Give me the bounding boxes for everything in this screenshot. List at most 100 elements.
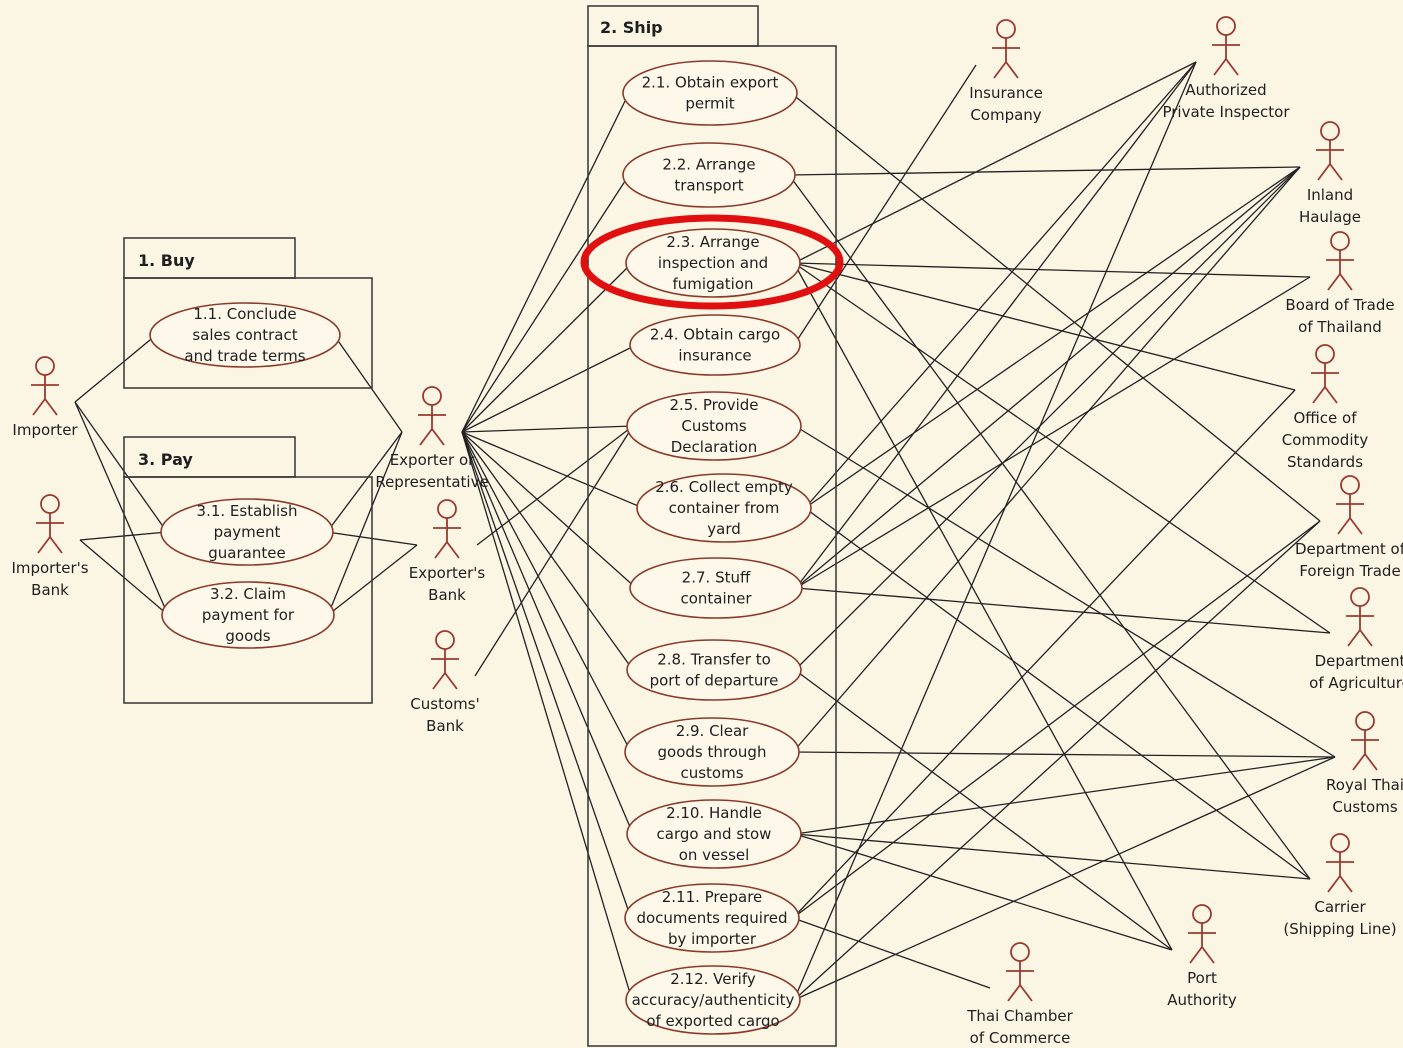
use-case-label: cargo and stow [657, 825, 772, 843]
association-exporter-uc211 [461, 431, 632, 919]
use-case-ellipse [625, 965, 801, 1035]
association-exporter-uc32 [327, 431, 403, 616]
association-uc26-inspector [804, 61, 1197, 509]
use-case-label: 2.8. Transfer to [657, 651, 771, 669]
use-case-label: payment [214, 523, 281, 541]
association-uc26-inland [804, 166, 1301, 509]
stick-figure-icon [418, 386, 446, 446]
use-case-label: accuracy/authenticity [632, 991, 795, 1009]
use-case-uc23[interactable]: 2.3. Arrange inspection and fumigation [625, 228, 801, 298]
association-exporter-uc11 [333, 334, 403, 433]
association-uc23-inspector [793, 61, 1197, 264]
use-case-label: inspection and [658, 254, 768, 272]
actor-carrier[interactable]: Carrier(Shipping Line) [1283, 833, 1397, 938]
use-case-label: port of departure [650, 672, 779, 690]
actor-customs_bank[interactable]: Customs'Bank [410, 630, 480, 735]
actor-label: Bank [31, 581, 69, 599]
use-case-label: 2.2. Arrange [662, 156, 755, 174]
stick-figure-icon [1006, 942, 1034, 1002]
use-case-label: 2.6. Collect empty [655, 478, 793, 496]
actor-board[interactable]: Board of Trade of Thailand [1285, 231, 1395, 336]
association-exporter-uc27 [461, 431, 637, 589]
actor-label: Commodity [1282, 431, 1369, 449]
package-title-pay: 3. Pay [138, 450, 193, 469]
association-uc211-chamber [792, 917, 991, 989]
actor-label: Foreign Trade [1299, 562, 1400, 580]
actor-label: Exporter or [390, 451, 475, 469]
stick-figure-icon [1326, 833, 1354, 893]
use-case-ellipse [622, 142, 796, 208]
use-case-ellipse [161, 581, 335, 649]
actor-label: Authority [1167, 991, 1237, 1009]
stick-figure-icon [1326, 231, 1354, 291]
actor-importer[interactable]: Importer [12, 356, 78, 439]
use-case-ellipse [625, 228, 801, 298]
actor-label: Board of Trade [1285, 296, 1394, 314]
stick-figure-icon [1351, 711, 1379, 771]
association-exporter-uc31 [326, 431, 403, 533]
actor-label: of Thailand [1298, 318, 1382, 336]
actor-label: Representative [375, 473, 488, 491]
use-case-label: and trade terms [184, 347, 305, 365]
use-case-label: 2.5. Provide [670, 396, 759, 414]
association-uc24-insurance [793, 64, 977, 346]
use-case-label: sales contract [192, 326, 297, 344]
use-case-label: fumigation [672, 275, 753, 293]
association-exporter-uc210 [461, 431, 634, 835]
association-uc211-dft [792, 520, 1321, 919]
use-case-label: 2.3. Arrange [666, 233, 759, 251]
package-buy: 1. Buy [123, 237, 373, 389]
actor-exporter[interactable]: Exporter or Representative [375, 386, 489, 491]
use-case-ellipse [626, 391, 802, 461]
actor-label: (Shipping Line) [1283, 920, 1396, 938]
association-importer-uc11 [74, 334, 157, 403]
use-case-ellipse [629, 557, 803, 619]
use-case-label: insurance [678, 347, 751, 365]
use-case-label: Customs [681, 417, 746, 435]
stick-figure-icon [1316, 121, 1344, 181]
association-uc28-port [794, 669, 1173, 951]
use-case-uc28[interactable]: 2.8. Transfer to port of departure [626, 639, 802, 701]
use-case-label: permit [685, 95, 734, 113]
stick-figure-icon [1336, 475, 1364, 535]
use-case-uc27[interactable]: 2.7. Stuff container [629, 557, 803, 619]
association-uc27-inland [795, 166, 1301, 589]
actor-label: Customs' [410, 695, 479, 713]
stick-figure-icon [1212, 16, 1240, 76]
association-uc21-dft [790, 92, 1321, 522]
use-case-label: 2.12. Verify [670, 970, 756, 988]
use-case-label: 2.7. Stuff [682, 569, 751, 587]
actor-label: Standards [1287, 453, 1363, 471]
use-case-label: by importer [668, 930, 757, 948]
association-exporter-uc212 [461, 431, 633, 1001]
use-case-label: container [680, 590, 752, 608]
use-case-ellipse [636, 473, 812, 543]
association-exporter-uc21 [461, 92, 630, 433]
association-exporter-uc23 [461, 262, 633, 433]
